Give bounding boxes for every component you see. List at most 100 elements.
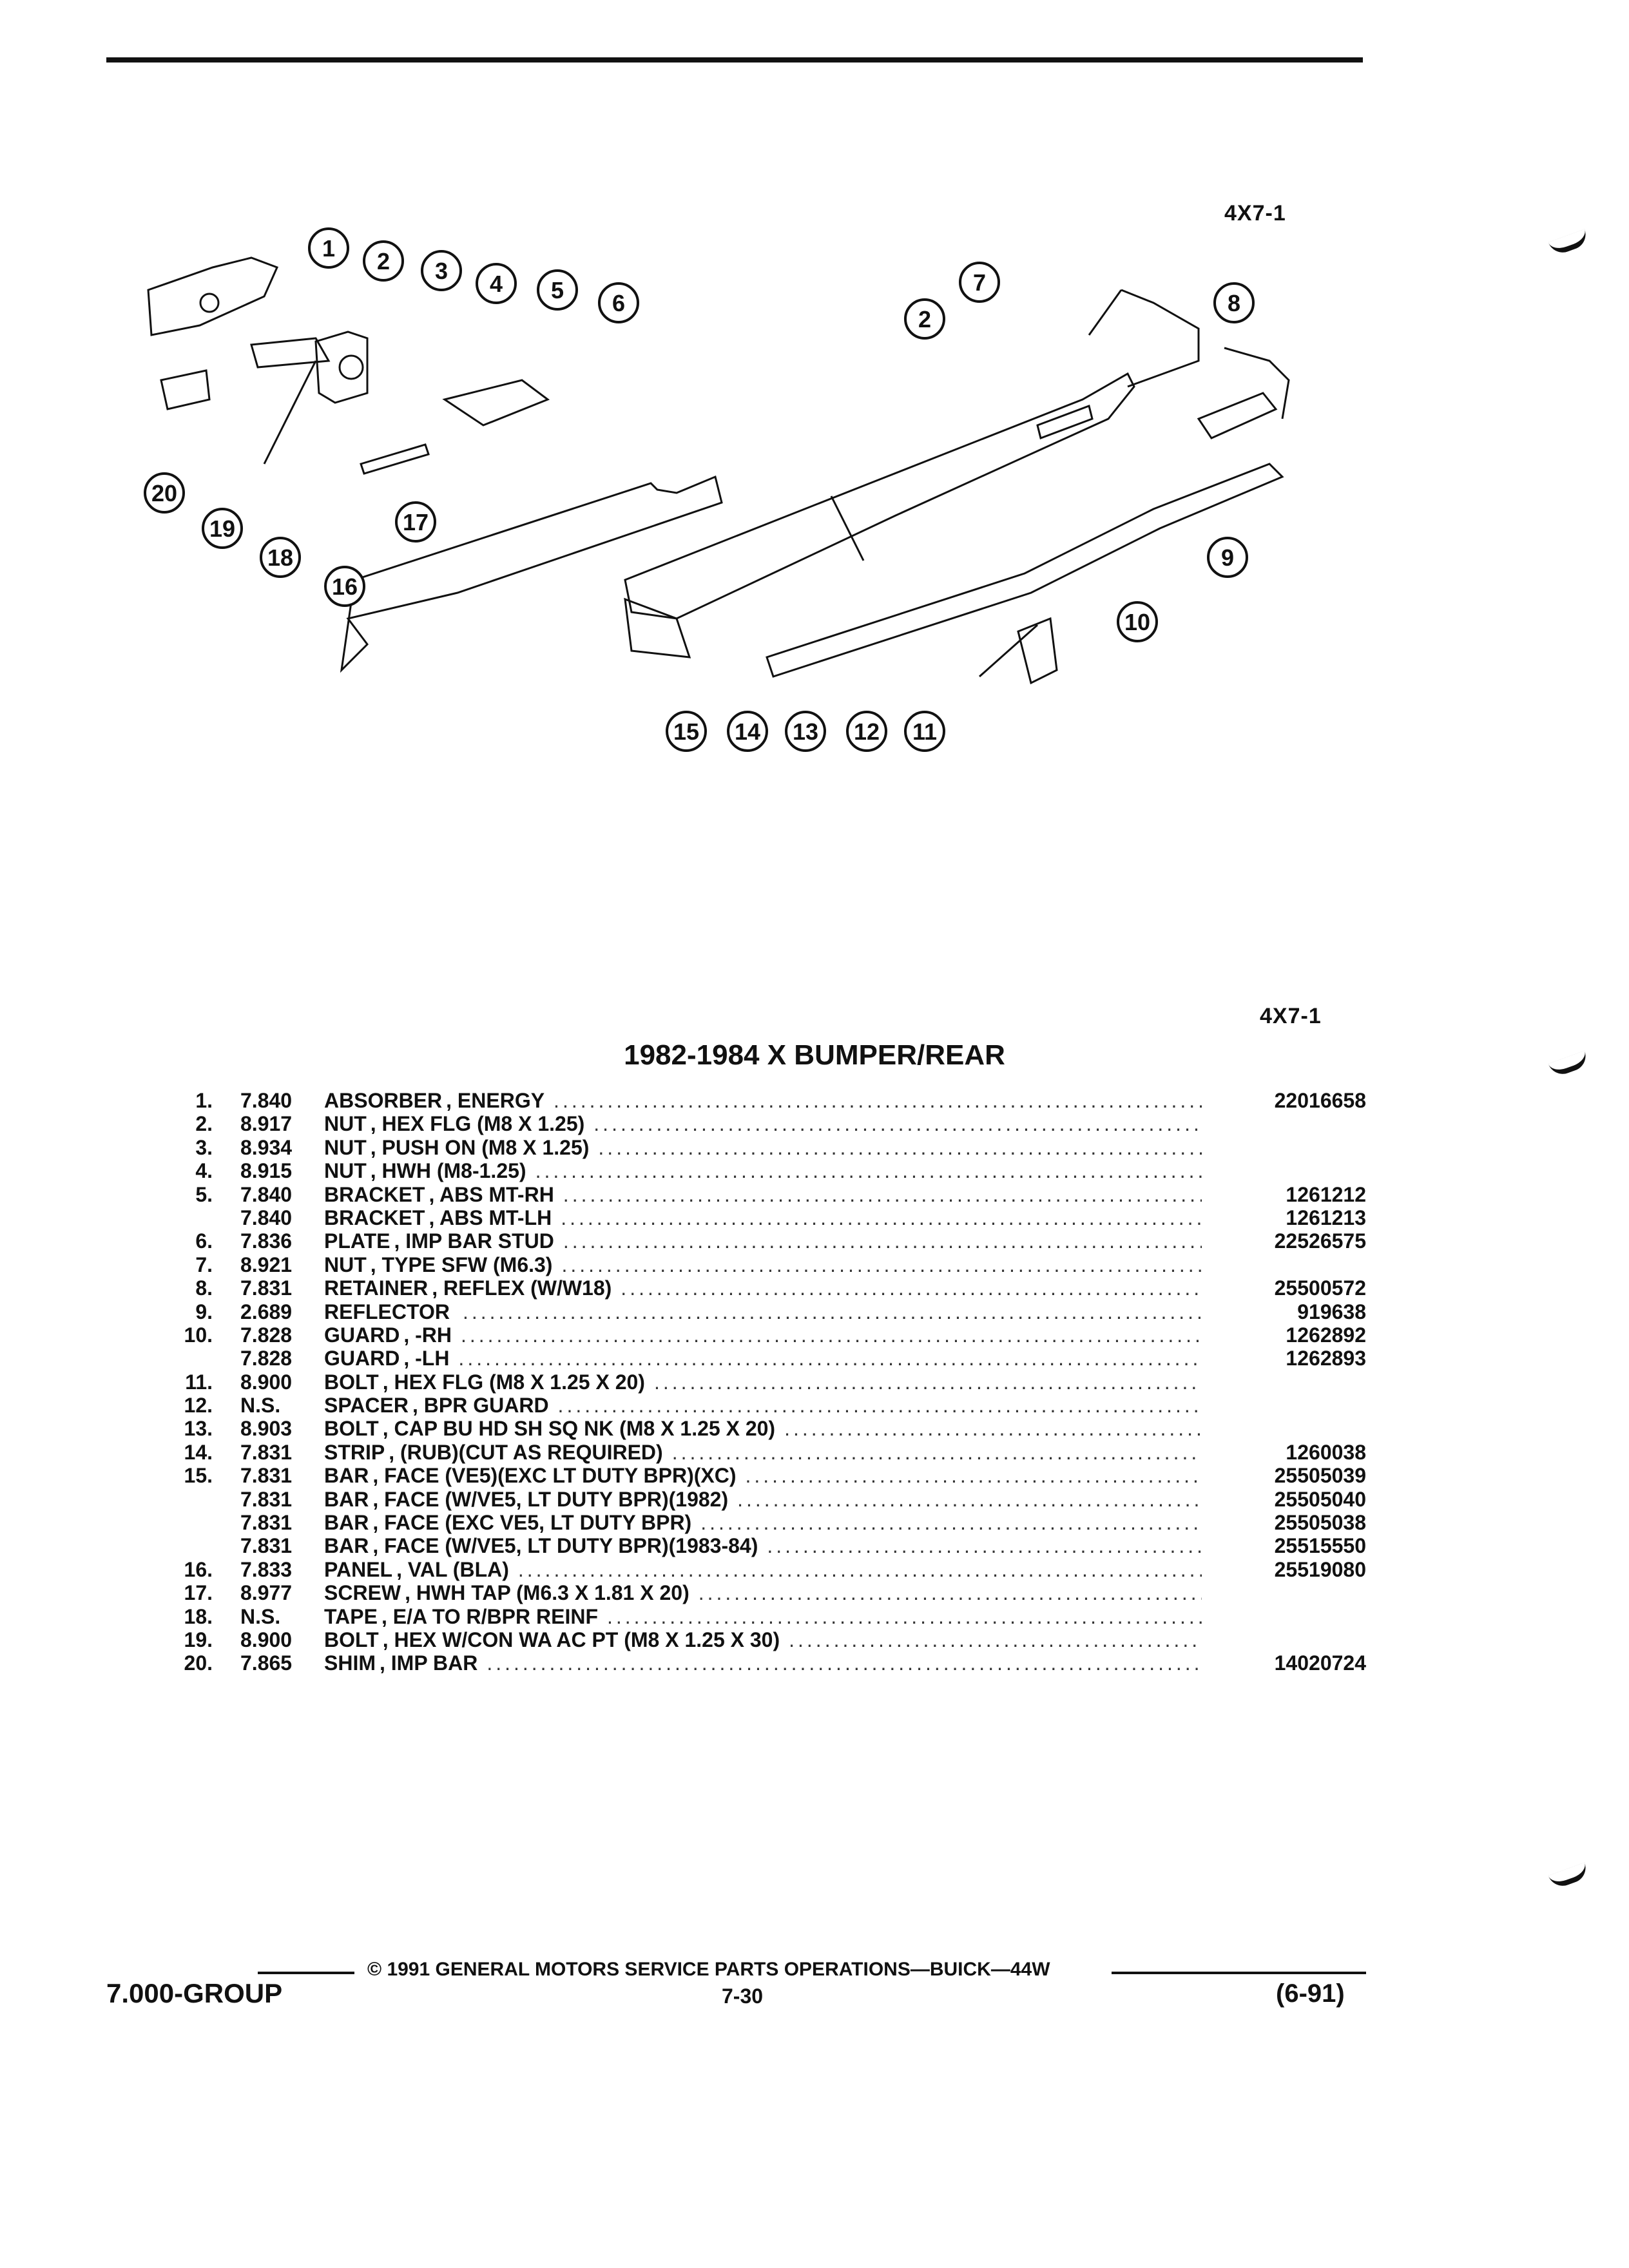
part-name: ABSORBER: [324, 1089, 443, 1112]
absorber-bracket: [442, 379, 550, 427]
part-name: BOLT: [324, 1370, 379, 1394]
part-name: BOLT: [324, 1628, 379, 1651]
part-description: , HEX W/CON WA AC PT (M8 X 1.25 X 30): [382, 1628, 780, 1651]
part-code: 7.865: [240, 1651, 293, 1675]
ref-number: 9.: [195, 1300, 213, 1323]
part-number: 14020724: [1274, 1651, 1366, 1675]
part-number: 22526575: [1274, 1229, 1366, 1253]
part-name: BAR: [324, 1487, 369, 1511]
part-code: 8.977: [240, 1581, 293, 1605]
leader-dots: ........................................…: [458, 1347, 1202, 1370]
part-code: 7.831: [240, 1276, 293, 1300]
ref-number: 20.: [184, 1651, 213, 1675]
leader-dots: ........................................…: [557, 1394, 1202, 1418]
part-name: BOLT: [324, 1417, 379, 1441]
leader-dots: ........................................…: [698, 1581, 1202, 1605]
part-name: NUT: [324, 1112, 367, 1136]
leader-dots: ........................................…: [487, 1651, 1202, 1675]
leader-dots: ........................................…: [517, 1557, 1202, 1581]
part-code: 8.903: [240, 1417, 293, 1441]
ref-number: 6.: [195, 1229, 213, 1253]
part-name: SHIM: [324, 1651, 376, 1675]
callout-label: 15: [673, 718, 699, 745]
part-description: , ENERGY: [446, 1089, 545, 1112]
ref-number: 11.: [185, 1370, 213, 1394]
part-name: NUT: [324, 1159, 367, 1183]
part-description: , HWH (M8-1.25): [370, 1159, 526, 1183]
part-description: , ABS MT-LH: [429, 1206, 552, 1229]
leader-dots: ........................................…: [561, 1206, 1202, 1229]
callout-label: 1: [322, 235, 335, 262]
group-label: 7.000-GROUP: [106, 1978, 283, 2008]
part-description: , CAP BU HD SH SQ NK (M8 X 1.25 X 20): [382, 1417, 776, 1441]
shim: [160, 369, 211, 410]
callout-label: 18: [267, 544, 293, 571]
part-code: 8.921: [240, 1253, 293, 1276]
callout-label: 8: [1228, 290, 1240, 316]
callout-label: 9: [1221, 544, 1234, 571]
ref-number: 10.: [184, 1323, 213, 1347]
part-code: 8.900: [240, 1370, 293, 1394]
callout-label: 19: [209, 515, 235, 542]
part-description: , IMP BAR STUD: [394, 1229, 554, 1253]
part-number: 25519080: [1274, 1557, 1366, 1581]
callout-label: 6: [612, 290, 625, 316]
part-number: 1262893: [1286, 1347, 1366, 1370]
part-description: , FACE (W/VE5, LT DUTY BPR)(1982): [372, 1487, 729, 1511]
part-name: RETAINER: [324, 1276, 429, 1300]
part-code: 8.915: [240, 1159, 293, 1183]
part-name: NUT: [324, 1135, 367, 1159]
part-name: NUT: [324, 1253, 367, 1276]
energy-absorber: [250, 337, 331, 369]
part-number: 22016658: [1274, 1089, 1366, 1112]
part-description: , VAL (BLA): [396, 1557, 509, 1581]
leader-dots: ........................................…: [767, 1534, 1202, 1558]
callout-label: 13: [793, 718, 818, 745]
leader-dots: ........................................…: [554, 1089, 1202, 1112]
part-description: , FACE (W/VE5, LT DUTY BPR)(1983-84): [372, 1534, 758, 1558]
part-number: 1262892: [1286, 1323, 1366, 1347]
part-code: 8.934: [240, 1135, 293, 1159]
ref-number: 12.: [184, 1394, 213, 1418]
leader-dots: ........................................…: [462, 1300, 1202, 1323]
part-name: BAR: [324, 1534, 369, 1558]
page-number: 7-30: [722, 1984, 764, 2008]
footer-rule-left: [258, 1972, 354, 1974]
part-name: TAPE: [324, 1604, 378, 1628]
leader-dots: ........................................…: [745, 1464, 1202, 1488]
part-description: , HWH TAP (M6.3 X 1.81 X 20): [405, 1581, 689, 1605]
rub-strip: [766, 463, 1284, 678]
reflector: [1197, 392, 1278, 439]
ref-number: 16.: [184, 1557, 213, 1581]
part-name: BRACKET: [324, 1206, 425, 1229]
part-description: , -RH: [403, 1323, 452, 1347]
part-code: 8.917: [240, 1112, 293, 1136]
part-name: REFLECTOR: [324, 1300, 450, 1323]
ref-number: 7.: [195, 1253, 213, 1276]
leader-dots: ........................................…: [561, 1253, 1202, 1276]
part-code: N.S.: [240, 1604, 281, 1628]
binding-mark: [1548, 1862, 1590, 1890]
part-description: , IMP BAR: [380, 1651, 478, 1675]
part-code: 7.840: [240, 1182, 293, 1206]
part-code: N.S.: [240, 1394, 281, 1418]
exploded-diagram: 1 2 3 4 5 6 7 2 8 20 19 18 17 16 9 10 15…: [144, 227, 1290, 752]
part-code: 7.828: [240, 1323, 293, 1347]
part-number: 1261212: [1286, 1182, 1366, 1206]
part-description: , FACE (VE5)(EXC LT DUTY BPR)(XC): [372, 1464, 737, 1488]
section-title: 1982-1984 X BUMPER/REAR: [624, 1039, 1005, 1071]
ref-number: 5.: [195, 1182, 213, 1206]
